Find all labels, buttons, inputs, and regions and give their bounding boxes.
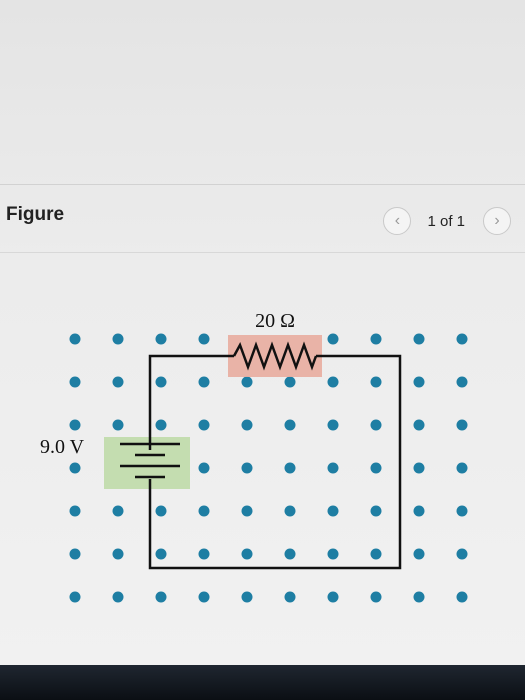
resistor-label: 20 Ω	[255, 310, 295, 332]
field-dot	[456, 333, 468, 345]
field-dot	[155, 419, 167, 431]
field-dot	[413, 419, 425, 431]
field-dot	[198, 462, 210, 474]
field-dot	[327, 548, 339, 560]
chevron-left-icon: ‹	[394, 212, 401, 229]
field-dot	[284, 462, 296, 474]
field-dot	[370, 333, 382, 345]
field-dot	[327, 376, 339, 388]
field-dot	[370, 548, 382, 560]
field-dot	[198, 376, 210, 388]
divider	[0, 184, 525, 185]
field-dot	[284, 376, 296, 388]
field-dot	[284, 419, 296, 431]
field-dot	[413, 462, 425, 474]
chevron-right-icon: ›	[494, 212, 500, 229]
field-dot	[155, 333, 167, 345]
field-dot	[241, 419, 253, 431]
battery-label: 9.0 V	[40, 436, 85, 458]
field-dot	[198, 419, 210, 431]
field-dot	[112, 591, 124, 603]
field-dot	[327, 419, 339, 431]
field-dot	[112, 333, 124, 345]
field-dot	[69, 333, 81, 345]
field-dot	[69, 419, 81, 431]
field-dot	[327, 462, 339, 474]
field-dot	[456, 462, 468, 474]
field-dot	[198, 333, 210, 345]
field-dot	[456, 548, 468, 560]
field-dot	[284, 505, 296, 517]
field-dot	[370, 419, 382, 431]
field-dot	[155, 376, 167, 388]
prev-figure-button[interactable]: ‹	[383, 207, 412, 235]
resistor-zigzag	[232, 341, 318, 371]
field-dot	[413, 591, 425, 603]
field-dot	[241, 376, 253, 388]
field-dot	[284, 548, 296, 560]
field-dot	[413, 333, 425, 345]
field-dot	[112, 376, 124, 388]
field-dot	[370, 505, 382, 517]
field-dot	[69, 376, 81, 388]
field-dot	[327, 591, 339, 603]
field-dot	[456, 505, 468, 517]
field-dot	[112, 548, 124, 560]
battery-highlight	[104, 437, 190, 489]
field-dot	[241, 591, 253, 603]
field-dot	[327, 333, 339, 345]
battery-symbol	[120, 442, 180, 479]
field-dot	[413, 548, 425, 560]
field-dot	[327, 505, 339, 517]
field-dot	[69, 462, 81, 474]
field-dot	[69, 505, 81, 517]
screen: Figure ‹ 1 of 1 ›	[0, 0, 525, 665]
figure-image: 20 Ω 9.0 V	[0, 253, 525, 665]
field-dot	[456, 376, 468, 388]
figure-title: Figure	[6, 204, 65, 225]
field-dot	[284, 591, 296, 603]
figure-pagination: ‹ 1 of 1 ›	[383, 206, 511, 236]
field-dot	[370, 462, 382, 474]
field-dot	[112, 419, 124, 431]
field-dot	[69, 591, 81, 603]
field-dot	[456, 591, 468, 603]
field-dot	[69, 548, 81, 560]
monitor-bezel	[0, 665, 525, 700]
field-dot	[413, 505, 425, 517]
field-dot	[241, 505, 253, 517]
field-dot	[155, 548, 167, 560]
divider	[0, 252, 525, 253]
field-dot	[370, 376, 382, 388]
circuit-diagram: 20 Ω 9.0 V	[40, 310, 468, 603]
circuit-wires	[148, 354, 402, 570]
field-dot	[241, 462, 253, 474]
field-dot	[155, 591, 167, 603]
field-dot	[456, 419, 468, 431]
figure-header: Figure ‹ 1 of 1 ›	[0, 188, 525, 248]
page-indicator: 1 of 1	[427, 212, 465, 230]
magnetic-field-dots	[69, 333, 468, 603]
field-dot	[370, 591, 382, 603]
field-dot	[112, 505, 124, 517]
field-dot	[198, 505, 210, 517]
field-dot	[413, 376, 425, 388]
blank-area	[0, 0, 525, 185]
field-dot	[155, 505, 167, 517]
field-dot	[198, 591, 210, 603]
field-dot	[198, 548, 210, 560]
field-dot	[241, 548, 253, 560]
next-figure-button[interactable]: ›	[483, 207, 511, 235]
